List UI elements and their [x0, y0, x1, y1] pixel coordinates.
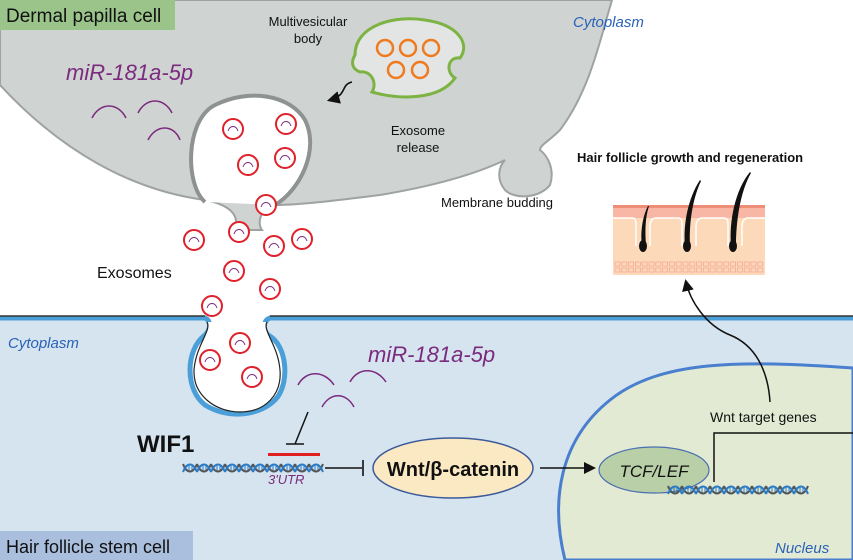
exosome [228, 221, 250, 243]
exosome-release-line1: Exosome [391, 123, 445, 138]
exosome [263, 235, 285, 257]
multivesicular-body [351, 17, 466, 99]
wif1-inhibits-wnt [325, 460, 364, 476]
release-arrow [326, 81, 353, 104]
mirna-bottom-label: miR-181a-5p [368, 342, 495, 367]
exosome [223, 260, 245, 282]
inhibition-mark [286, 411, 309, 445]
mvb-vesicle [421, 38, 441, 58]
dermal-papilla-label: Dermal papilla cell [6, 6, 161, 27]
mvb-vesicle [375, 38, 395, 58]
mirna-strand [297, 373, 335, 386]
dermal-papilla-label-bg [0, 0, 175, 30]
exosome [201, 295, 223, 317]
hair-strand [729, 172, 751, 252]
target-gene-dna-icon [667, 485, 809, 495]
hair-strand [639, 206, 649, 252]
cytoplasm-bottom-label: Cytoplasm [8, 335, 79, 352]
hair-growth-title: Hair follicle growth and regeneration [577, 150, 803, 165]
exosomes-label: Exosomes [97, 265, 172, 282]
exosome [274, 147, 296, 169]
mirna-strand [321, 395, 355, 408]
exosome [275, 113, 297, 135]
exosome [229, 332, 251, 354]
mvb-vesicle [410, 60, 430, 80]
wif1-dna-icon [182, 463, 324, 473]
mirna-strands-top [91, 100, 181, 141]
mirna-strand [137, 100, 173, 114]
exosome [237, 154, 259, 176]
wif1-label: WIF1 [137, 431, 194, 458]
exosome [199, 349, 221, 371]
exosome [291, 228, 313, 250]
wnt-beta-catenin-node [372, 437, 534, 499]
tcf-lef-node [598, 446, 710, 494]
exosome-group [183, 113, 313, 388]
utr-label: 3'UTR [268, 472, 304, 487]
mirna-top-label: miR-181a-5p [66, 60, 193, 85]
mvb-vesicle [398, 38, 418, 58]
exosome-release-line2: release [397, 140, 440, 155]
mvb-label-line2: body [294, 31, 323, 46]
hair-strand [683, 180, 701, 252]
exosome [183, 229, 205, 251]
membrane-budding-label: Membrane budding [441, 195, 553, 210]
mirna-strand [349, 370, 387, 383]
exosome [259, 278, 281, 300]
skin-hair-illustration [613, 172, 765, 275]
wnt-target-genes-label: Wnt target genes [710, 409, 817, 425]
cytoplasm-top-label: Cytoplasm [573, 14, 644, 31]
mirna-strand [91, 105, 127, 119]
mvb-vesicle [386, 60, 406, 80]
target-genes-to-hair-arrow [682, 279, 771, 403]
exosome [222, 118, 244, 140]
nucleus-label: Nucleus [775, 540, 830, 557]
exosome [241, 366, 263, 388]
stem-cell-label: Hair follicle stem cell [6, 537, 170, 557]
stem-cell-label-bg [0, 531, 193, 560]
exosome [255, 194, 277, 216]
mirna-strand [147, 127, 181, 141]
tcf-lef-label: TCF/LEF [620, 462, 691, 481]
promoter-arrow [713, 432, 853, 482]
mvb-label-line1: Multivesicular [269, 14, 348, 29]
wnt-beta-catenin-label: Wnt/β-catenin [387, 459, 519, 481]
utr-target-bar [268, 453, 320, 456]
mirna-strands-bottom [297, 370, 387, 408]
